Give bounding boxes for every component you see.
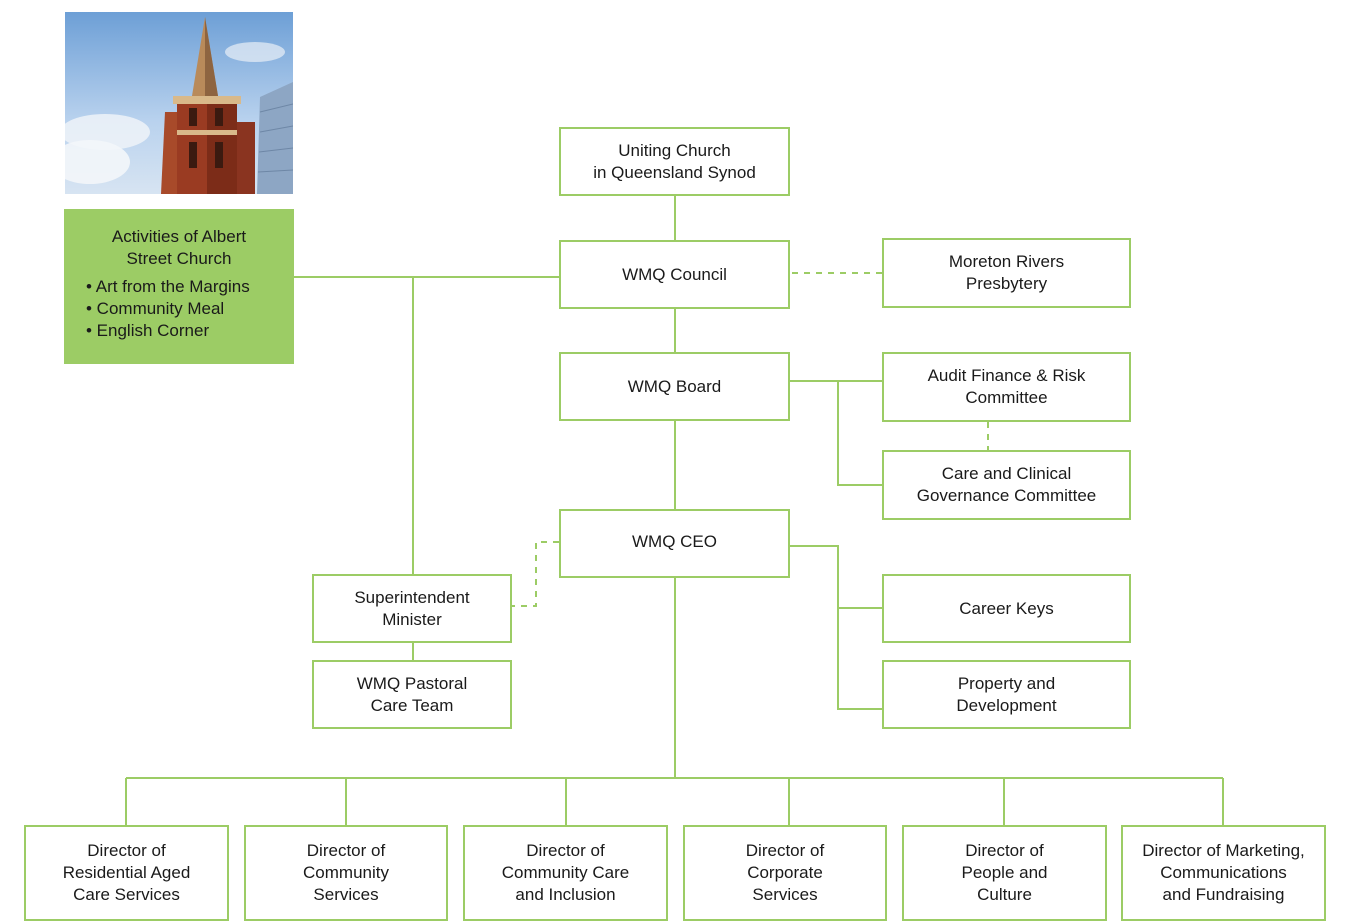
director-box: Director of Corporate Services xyxy=(683,825,887,921)
line-ceo-units xyxy=(789,545,883,710)
activity-item: • Art from the Margins xyxy=(86,277,250,296)
board-box: WMQ Board xyxy=(559,352,790,421)
career-keys-box: Career Keys xyxy=(882,574,1131,643)
director-box: Director of Community Services xyxy=(244,825,448,921)
director-box: Director of Marketing, Communications an… xyxy=(1121,825,1326,921)
property-box: Property and Development xyxy=(882,660,1131,729)
activity-item: • Community Meal xyxy=(86,299,225,318)
ceo-box: WMQ CEO xyxy=(559,509,790,578)
council-box: WMQ Council xyxy=(559,240,790,309)
line-board-committees xyxy=(789,380,883,486)
activities-panel: Activities of Albert Street Church • Art… xyxy=(64,209,294,364)
church-spire-photo xyxy=(65,12,293,194)
activities-title: Activities of Albert Street Church xyxy=(111,227,247,268)
presbytery-box: Moreton Rivers Presbytery xyxy=(882,238,1131,308)
activities-list: • Art from the Margins • Community Meal … xyxy=(86,276,284,342)
pastoral-care-box: WMQ Pastoral Care Team xyxy=(312,660,512,729)
director-box: Director of People and Culture xyxy=(902,825,1107,921)
superintendent-box: Superintendent Minister xyxy=(312,574,512,643)
activity-item: • English Corner xyxy=(86,321,210,340)
care-governance-box: Care and Clinical Governance Committee xyxy=(882,450,1131,520)
synod-box: Uniting Church in Queensland Synod xyxy=(559,127,790,196)
audit-committee-box: Audit Finance & Risk Committee xyxy=(882,352,1131,422)
director-box: Director of Residential Aged Care Servic… xyxy=(24,825,229,921)
dashed-ceo-superintendent xyxy=(512,541,559,607)
director-box: Director of Community Care and Inclusion xyxy=(463,825,668,921)
